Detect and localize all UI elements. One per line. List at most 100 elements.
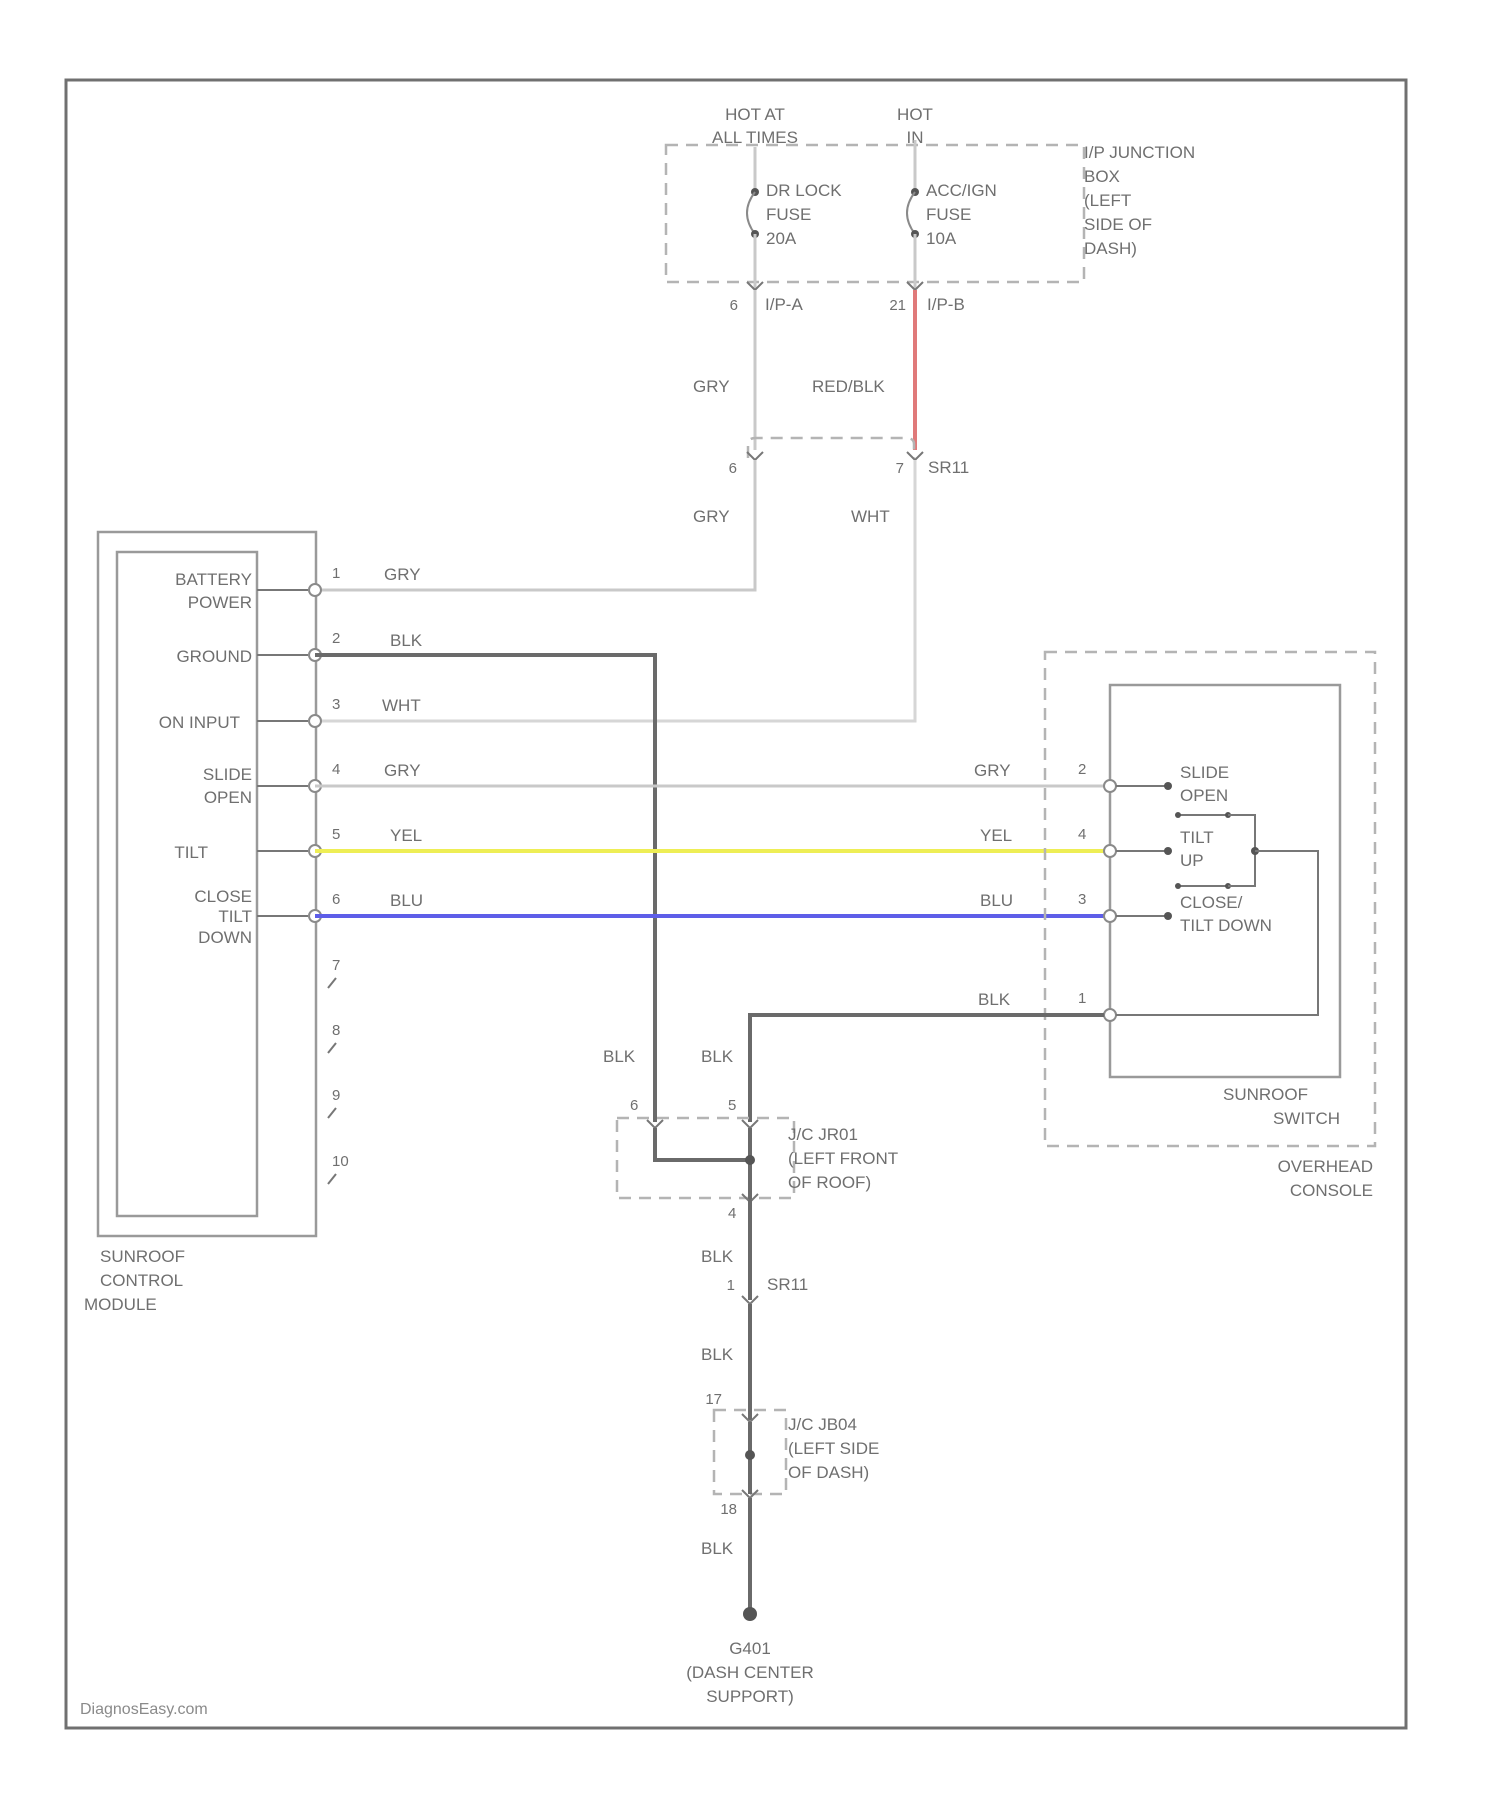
fuse-acc-ign-icon: [907, 192, 915, 234]
wire-label-red-blk: RED/BLK: [812, 377, 885, 396]
fn-on-input: ON INPUT: [159, 713, 240, 732]
jc-jb04-pin-bottom: 18: [720, 1501, 737, 1518]
jc-jr01-node: [745, 1155, 755, 1165]
sr11-pin7-symbol: [907, 452, 923, 460]
module-pin7-stub: [328, 978, 336, 988]
ip-a-pin: 6: [730, 297, 738, 314]
switch-name-line1: SUNROOF: [1223, 1085, 1308, 1104]
ip-junction-label-line3: (LEFT: [1084, 191, 1131, 210]
module-pin-10: 10: [332, 1153, 349, 1170]
switch-pin3-terminal: [1104, 910, 1116, 922]
switch-contact-slide: [1164, 782, 1172, 790]
wire-label-blk-below-jr01: BLK: [701, 1247, 734, 1266]
switch-blade-lower-node-a: [1175, 883, 1181, 889]
module-pin8-stub: [328, 1043, 336, 1053]
sr11-lower-pin: 1: [727, 1277, 735, 1294]
switch-fn-tilt-up-line1: TILT: [1180, 828, 1214, 847]
ip-b-pin: 21: [889, 297, 906, 314]
sr11-pin6-symbol: [747, 452, 763, 460]
ground-label-line3: SUPPORT): [706, 1687, 794, 1706]
module-pin-7: 7: [332, 957, 340, 974]
jc-jr01-pin-a: 6: [630, 1097, 638, 1114]
fn-close-tilt-down-line2: TILT: [218, 907, 252, 926]
ip-junction-label-line2: BOX: [1084, 167, 1120, 186]
jc-jb04-label-line3: OF DASH): [788, 1463, 869, 1482]
fuse-dr-lock-line3: 20A: [766, 229, 797, 248]
fuse-acc-ign-line3: 10A: [926, 229, 957, 248]
wire-label-blk-switch: BLK: [978, 990, 1011, 1009]
module-pin-9: 9: [332, 1087, 340, 1104]
module-pin-5: 5: [332, 826, 340, 843]
switch-blade-upper-node-a: [1175, 812, 1181, 818]
jc-jr01-label-line2: (LEFT FRONT: [788, 1149, 898, 1168]
switch-contact-tilt: [1164, 847, 1172, 855]
fn-slide-open-line1: SLIDE: [203, 765, 252, 784]
fuse-dr-lock-line2: FUSE: [766, 205, 811, 224]
module-pin9-stub: [328, 1108, 336, 1118]
ip-b-connector-label: I/P-B: [927, 295, 965, 314]
watermark: DiagnosEasy.com: [80, 1701, 208, 1718]
fn-ground: GROUND: [176, 647, 252, 666]
fn-close-tilt-down-line3: DOWN: [198, 928, 252, 947]
control-module-name-line2: CONTROL: [100, 1271, 183, 1290]
switch-fn-slide-open-line1: SLIDE: [1180, 763, 1229, 782]
wire-gry-to-battery-power: [315, 460, 755, 590]
switch-pin-1: 1: [1078, 990, 1086, 1007]
ip-a-connector-label: I/P-A: [765, 295, 803, 314]
jc-jb04-label-line2: (LEFT SIDE: [788, 1439, 879, 1458]
module-pin-3: 3: [332, 696, 340, 713]
wire-label-gry-slide-right: GRY: [974, 761, 1011, 780]
module-pin-4: 4: [332, 761, 340, 778]
module-pin-8: 8: [332, 1022, 340, 1039]
jc-jb04-label-line1: J/C JB04: [788, 1415, 857, 1434]
sr11-pin-right: 7: [896, 460, 904, 477]
module-pin-2: 2: [332, 630, 340, 647]
switch-fn-close-line1: CLOSE/: [1180, 893, 1243, 912]
ground-point-icon: [743, 1607, 757, 1621]
fn-slide-open-line2: OPEN: [204, 788, 252, 807]
wire-label-gry-upper: GRY: [693, 377, 730, 396]
fuse-dr-lock-icon: [747, 192, 755, 234]
switch-fn-close-line2: TILT DOWN: [1180, 916, 1272, 935]
sr11-lower-name: SR11: [767, 1275, 808, 1294]
switch-fn-slide-open-line2: OPEN: [1180, 786, 1228, 805]
switch-pin2-terminal: [1104, 780, 1116, 792]
fn-tilt: TILT: [174, 843, 208, 862]
wire-label-gry-mid: GRY: [693, 507, 730, 526]
sr11-connector-name: SR11: [928, 458, 969, 477]
jc-jr01-label-line3: OF ROOF): [788, 1173, 871, 1192]
fn-close-tilt-down-line1: CLOSE: [194, 887, 252, 906]
wire-label-blu-close: BLU: [390, 891, 423, 910]
ip-junction-box: [666, 145, 1084, 282]
sr11-pin-left: 6: [729, 460, 737, 477]
sunroof-switch-body: [1110, 685, 1340, 1077]
jc-jb04-pin-top: 17: [705, 1391, 722, 1408]
jc-jr01-bus-left: [655, 1128, 750, 1160]
hot-at-all-times-label-line1: HOT AT: [725, 105, 785, 124]
jc-jr01-pin-b: 5: [728, 1097, 736, 1114]
fuse-acc-ign-line2: FUSE: [926, 205, 971, 224]
switch-name-line2: SWITCH: [1273, 1109, 1340, 1128]
switch-pin4-terminal: [1104, 845, 1116, 857]
ip-junction-label-line1: I/P JUNCTION: [1084, 143, 1195, 162]
control-module-name-line3: MODULE: [84, 1295, 157, 1314]
wire-label-blk-jr01-left: BLK: [603, 1047, 636, 1066]
switch-pin1-terminal: [1104, 1009, 1116, 1021]
wire-label-blk-below-sr11: BLK: [701, 1345, 734, 1364]
module-pin-6: 6: [332, 891, 340, 908]
wire-label-blk-ground: BLK: [390, 631, 423, 650]
control-module-name-line1: SUNROOF: [100, 1247, 185, 1266]
hot-in-on-label-line1: HOT: [897, 105, 933, 124]
module-pin10-stub: [328, 1174, 336, 1184]
wire-label-wht-mid: WHT: [851, 507, 890, 526]
console-name-line1: OVERHEAD: [1278, 1157, 1373, 1176]
module-pin-1: 1: [332, 565, 340, 582]
switch-common-bus: [1228, 815, 1255, 886]
jc-jr01-label-line1: J/C JR01: [788, 1125, 858, 1144]
wire-label-gry-battery: GRY: [384, 565, 421, 584]
control-module-outer: [98, 532, 316, 1236]
wire-label-gry-slide: GRY: [384, 761, 421, 780]
fuse-dr-lock-line1: DR LOCK: [766, 181, 842, 200]
ground-label-line2: (DASH CENTER: [686, 1663, 814, 1682]
fn-battery-power-line1: BATTERY: [175, 570, 252, 589]
